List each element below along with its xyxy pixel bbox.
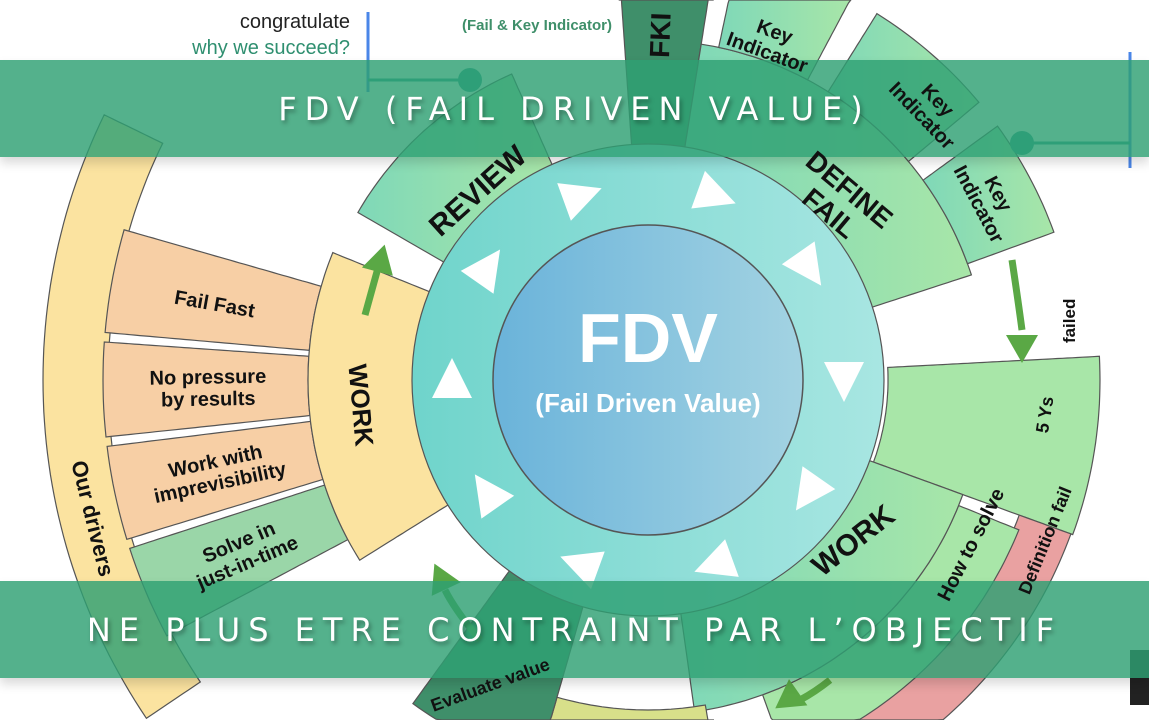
arrow-head-icon <box>1006 335 1038 363</box>
flow-arrow <box>1008 259 1026 331</box>
cycle-arrow-icon <box>474 474 515 519</box>
title-banner-text: FDV (FAIL DRIVEN VALUE) <box>278 89 871 128</box>
key-indicator-box <box>922 125 1055 265</box>
cycle-arrow-icon <box>460 249 501 294</box>
cycle-arrow-icon <box>557 183 602 221</box>
driver-box <box>104 229 322 352</box>
cycle-arrow-icon <box>795 466 836 511</box>
driver-box <box>102 341 311 438</box>
subtitle-banner-text: NE PLUS ETRE CONTRAINT PAR L’OBJECTIF <box>86 610 1063 649</box>
subtitle-banner: NE PLUS ETRE CONTRAINT PAR L’OBJECTIF <box>0 581 1149 678</box>
cycle-arrow-icon <box>694 539 739 577</box>
title-banner: FDV (FAIL DRIVEN VALUE) <box>0 60 1149 157</box>
flow-arrow <box>361 267 382 316</box>
bottom-segment <box>543 696 714 720</box>
core-circle <box>492 224 804 536</box>
arrow-head-icon <box>361 244 393 276</box>
cycle-arrow-icon <box>781 241 822 286</box>
cycle-arrow-icon <box>432 358 472 398</box>
cycle-arrow-icon <box>691 170 736 209</box>
cycle-arrow-icon <box>560 551 605 590</box>
cycle-arrow-icon <box>824 362 864 402</box>
arrow-head-icon <box>775 679 808 709</box>
